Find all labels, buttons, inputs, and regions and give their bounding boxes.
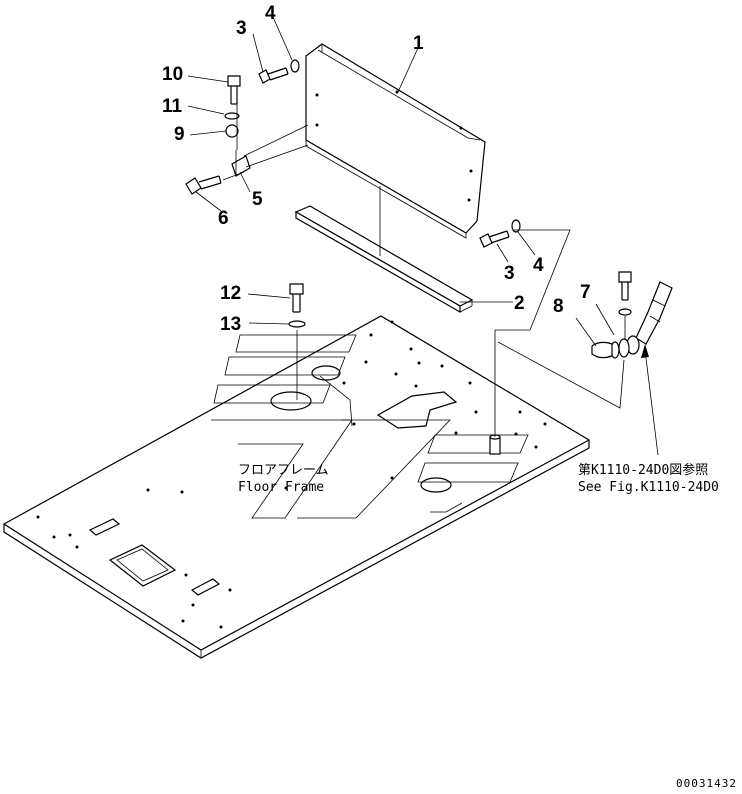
grommet-assembly-part-7-8 [591, 281, 673, 359]
reference-label-jp: 第K1110-24D0図参照 [578, 462, 708, 478]
bolt-part-10 [227, 75, 241, 105]
mounting-holes [36, 320, 547, 629]
pin-on-plate [489, 434, 501, 455]
bolt-right [618, 271, 632, 301]
callout-4-lower: 4 [533, 255, 544, 276]
document-number: 00031432 [676, 777, 737, 790]
callout-9: 9 [174, 124, 185, 145]
callout-13: 13 [220, 314, 241, 335]
washer-right [618, 308, 632, 316]
bolt-part-12 [289, 283, 304, 313]
callout-10: 10 [162, 64, 183, 85]
callout-7: 7 [580, 282, 591, 303]
callout-3-lower: 3 [504, 263, 515, 284]
callout-11: 11 [162, 96, 183, 117]
callout-3-upper: 3 [236, 18, 247, 39]
reference-label-en: See Fig.K1110-24D0 [578, 480, 719, 495]
leader-lines [187, 16, 659, 456]
washer-part-4-upper [290, 59, 300, 73]
watermark-logo [211, 334, 529, 519]
callout-12: 12 [220, 283, 241, 304]
strip-part-2 [294, 205, 474, 314]
callout-5: 5 [252, 189, 263, 210]
floor-frame-label-jp: フロアフレーム [238, 463, 329, 478]
floor-frame-plate [2, 315, 591, 659]
callout-4-upper: 4 [265, 3, 276, 24]
callout-2: 2 [514, 293, 525, 314]
bolt-part-6 [185, 175, 222, 195]
collar-part-9 [225, 124, 239, 138]
callout-labels: 1 2 3 3 4 4 5 6 7 8 9 10 11 12 13 [162, 3, 591, 335]
washer-part-13 [288, 320, 306, 328]
bracket-part-5 [231, 150, 251, 177]
floor-frame-label-en: Floor Frame [238, 480, 324, 495]
washer-part-4-lower [511, 219, 521, 233]
callout-8: 8 [553, 296, 564, 317]
cover-panel-part-1 [305, 43, 486, 239]
callout-6: 6 [218, 208, 229, 229]
bolt-part-3-upper [258, 67, 289, 84]
bolt-part-3-lower [479, 230, 510, 248]
washer-part-11 [224, 112, 240, 120]
callout-1: 1 [413, 33, 424, 54]
